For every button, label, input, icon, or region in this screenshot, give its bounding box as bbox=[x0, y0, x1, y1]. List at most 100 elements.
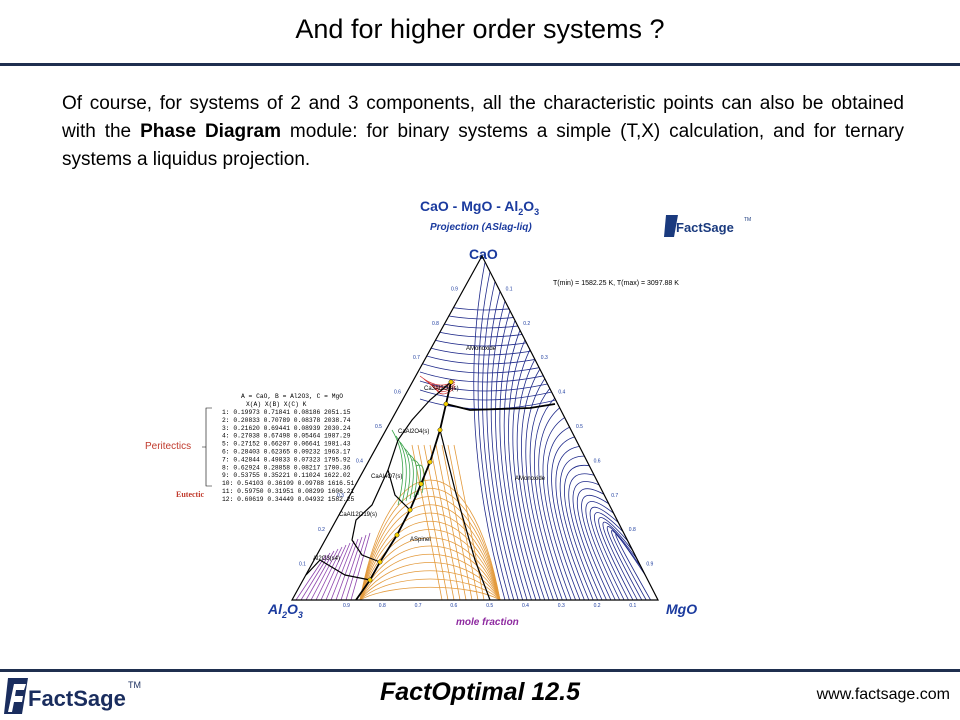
contour-line bbox=[310, 548, 339, 600]
field-boundary-spinel bbox=[439, 429, 491, 601]
tick-label: 0.8 bbox=[629, 527, 636, 533]
tick-label: 0.4 bbox=[558, 390, 565, 396]
contour-line bbox=[300, 552, 331, 600]
contour-line bbox=[359, 496, 501, 600]
contour-line bbox=[572, 481, 607, 600]
tick-label: 0.3 bbox=[337, 493, 344, 499]
contour-line bbox=[602, 521, 638, 600]
contour-line bbox=[340, 536, 363, 600]
legend-cols: X(A) X(B) X(C) K bbox=[246, 401, 307, 408]
legend-row: 6: 0.28403 0.62365 0.09232 1963.17 bbox=[222, 449, 351, 456]
contour-line bbox=[435, 444, 467, 600]
tick-label: 0.7 bbox=[413, 355, 420, 361]
contour-line bbox=[435, 387, 456, 395]
contour-line bbox=[564, 464, 599, 600]
apex-mgo: MgO bbox=[666, 601, 697, 617]
tminmax-label: T(min) = 1582.25 K, T(max) = 3097.88 K bbox=[553, 280, 679, 287]
contour-line bbox=[359, 570, 501, 600]
contour-line bbox=[419, 371, 561, 383]
contour-line bbox=[521, 368, 554, 600]
paragraph-text-2: module: for binary systems a simple (T,X… bbox=[62, 121, 904, 170]
contour-line bbox=[395, 435, 407, 504]
region-label-al2o3: Al2O3(s4) bbox=[313, 556, 340, 562]
tick-label: 0.1 bbox=[629, 603, 636, 609]
legend-row: 9: 0.53755 0.35221 0.11024 1622.02 bbox=[222, 472, 351, 479]
contour-line bbox=[482, 281, 515, 600]
tick-label: 0.4 bbox=[356, 458, 363, 464]
contour-line bbox=[345, 534, 367, 600]
tick-label: 0.7 bbox=[611, 493, 618, 499]
svg-text:TM: TM bbox=[128, 680, 141, 690]
contour-line bbox=[568, 473, 603, 600]
peritectic-bracket bbox=[202, 407, 212, 487]
contour-line bbox=[542, 416, 576, 600]
tick-label: 0.9 bbox=[646, 562, 653, 568]
slide-title: And for higher order systems ? bbox=[295, 14, 665, 44]
tick-label: 0.2 bbox=[523, 321, 530, 327]
contour-line bbox=[499, 320, 532, 600]
legend-row: 11: 0.59750 0.31951 0.08299 1606.21 bbox=[222, 488, 354, 495]
field-boundary-ca bbox=[387, 381, 452, 511]
apex-al2o3: Al2O3 bbox=[267, 601, 303, 620]
field-boundary-al bbox=[305, 559, 371, 581]
contour-line bbox=[508, 339, 541, 600]
contour-line bbox=[581, 494, 616, 600]
legend-row: 1: 0.19973 0.71841 0.08186 2051.15 bbox=[222, 409, 351, 416]
contour-line bbox=[555, 446, 590, 600]
contour-line bbox=[419, 326, 561, 338]
contour-line bbox=[359, 562, 501, 600]
contour-line bbox=[534, 397, 568, 600]
tick-label: 0.8 bbox=[432, 321, 439, 327]
tick-label: 0.1 bbox=[506, 286, 513, 292]
contour-line bbox=[495, 310, 528, 600]
contour-line bbox=[419, 389, 561, 401]
region-label-caal12o19: CaAl12O19(s) bbox=[339, 512, 377, 518]
contour-line bbox=[391, 429, 404, 506]
contour-line bbox=[486, 291, 519, 600]
contour-line bbox=[359, 578, 501, 600]
contour-line bbox=[490, 300, 524, 600]
apex-cao: CaO bbox=[469, 246, 498, 262]
contour-line bbox=[585, 501, 621, 600]
contour-line bbox=[350, 532, 371, 600]
field-boundary-ca2 bbox=[351, 469, 389, 563]
field-boundary-main bbox=[355, 381, 452, 601]
contour-line bbox=[359, 479, 501, 600]
tick-label: 0.3 bbox=[541, 355, 548, 361]
tick-label: 0.4 bbox=[522, 603, 529, 609]
contour-line bbox=[330, 540, 355, 600]
contour-line bbox=[359, 554, 501, 600]
phase-diagram: CaO - MgO - Al2O3 Projection (ASlag-liq)… bbox=[145, 198, 697, 628]
tick-label: 0.5 bbox=[375, 424, 382, 430]
contour-line bbox=[473, 261, 506, 600]
contour-line bbox=[417, 444, 449, 600]
peritectics-label: Peritectics bbox=[145, 441, 191, 452]
region-label-amonoxide: AMonoxide bbox=[515, 476, 546, 482]
contour-line bbox=[419, 398, 561, 410]
contour-line bbox=[359, 586, 501, 600]
liquidus-contours bbox=[295, 261, 651, 600]
legend-row: 12: 0.60619 0.34449 0.04932 1582.25 bbox=[222, 496, 354, 503]
region-label-amonoxide-top: AMonoxide bbox=[466, 346, 497, 352]
diagram-title: CaO - MgO - Al2O3 bbox=[420, 198, 539, 217]
contour-line bbox=[359, 545, 501, 600]
intro-paragraph: Of course, for systems of 2 and 3 compon… bbox=[62, 90, 904, 174]
field-boundary-top bbox=[445, 403, 556, 411]
tick-label: 0.1 bbox=[299, 562, 306, 568]
factsage-logo: FactSage TM bbox=[4, 678, 141, 714]
tick-label: 0.9 bbox=[451, 286, 458, 292]
contour-line bbox=[359, 520, 501, 600]
legend-row: 7: 0.42844 0.49833 0.07323 1795.92 bbox=[222, 456, 351, 463]
tick-label: 0.9 bbox=[343, 603, 350, 609]
svg-text:FactSage: FactSage bbox=[28, 686, 126, 711]
tick-label: 0.5 bbox=[576, 424, 583, 430]
paragraph-text-1: Of course, for systems of 2 and 3 compon… bbox=[62, 93, 904, 142]
contour-line bbox=[559, 455, 594, 600]
tick-label: 0.2 bbox=[594, 603, 601, 609]
paragraph-bold: Phase Diagram bbox=[140, 121, 281, 142]
footer-title: FactOptimal 12.5 bbox=[379, 678, 581, 706]
contour-line bbox=[320, 544, 347, 600]
contour-line bbox=[419, 308, 561, 320]
contour-line bbox=[431, 384, 456, 393]
footer-url-link[interactable]: www.factsage.com bbox=[816, 686, 950, 703]
